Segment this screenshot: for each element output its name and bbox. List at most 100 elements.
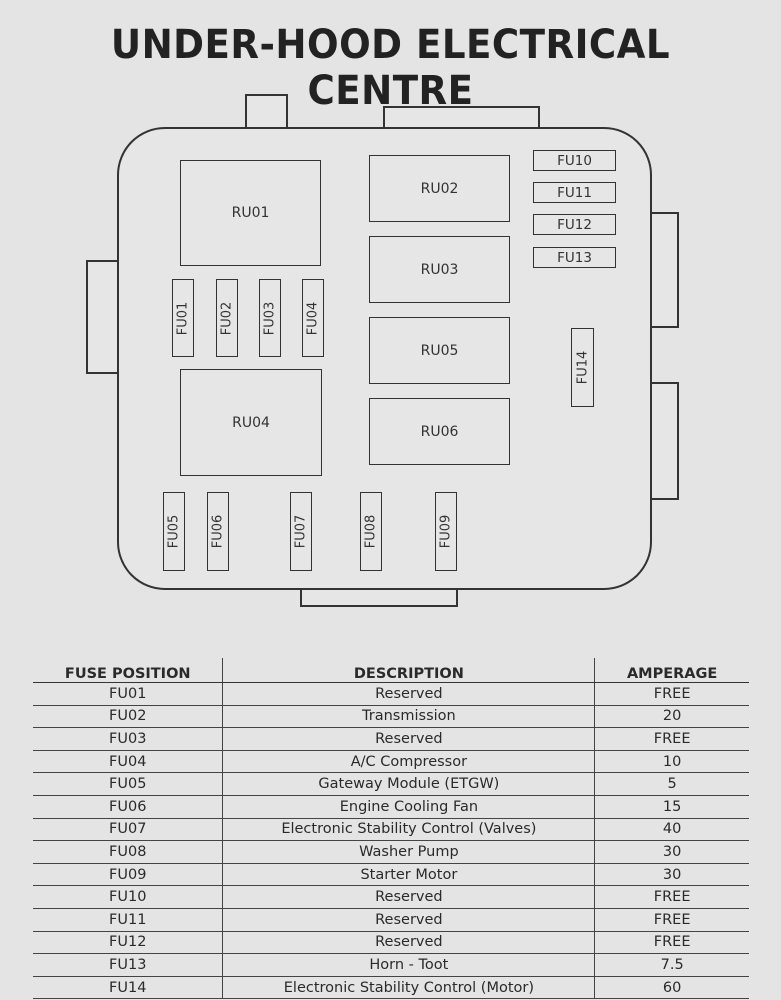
amperage-cell: 10 xyxy=(594,750,749,774)
fuse-fu03: FU03 xyxy=(259,279,281,357)
fuse-position-cell: FU04 xyxy=(33,750,224,774)
relay-label: RU04 xyxy=(232,414,270,431)
fuse-position-cell: FU02 xyxy=(33,705,224,729)
fuse-position-cell: FU14 xyxy=(33,976,224,1000)
left-side-tab xyxy=(86,260,120,374)
right-upper-tab xyxy=(649,212,679,328)
description-cell: Starter Motor xyxy=(222,863,596,887)
table-header-row: FUSE POSITION DESCRIPTION AMPERAGE xyxy=(33,658,749,683)
description-cell: Washer Pump xyxy=(222,840,596,864)
fuse-fu13: FU13 xyxy=(533,247,616,268)
fuse-label: FU08 xyxy=(363,514,379,549)
fuse-label: FU09 xyxy=(438,514,454,549)
fuse-label: FU04 xyxy=(305,301,321,335)
description-cell: Reserved xyxy=(222,727,596,751)
fuse-position-cell: FU11 xyxy=(33,908,224,932)
relay-label: RU02 xyxy=(420,180,459,197)
fuse-box-diagram: RU01 RU02 RU03 RU05 RU04 RU06 FU01 FU02 … xyxy=(86,94,679,607)
relay-ru03: RU03 xyxy=(369,236,510,303)
fuse-label: FU07 xyxy=(293,514,309,549)
fuse-position-cell: FU07 xyxy=(33,818,224,842)
fuse-position-cell: FU13 xyxy=(33,953,224,977)
description-cell: Reserved xyxy=(222,682,596,706)
relay-label: RU03 xyxy=(420,261,459,278)
fuse-position-cell: FU12 xyxy=(33,931,224,955)
fuse-fu09: FU09 xyxy=(435,492,457,571)
amperage-cell: 5 xyxy=(594,772,749,796)
relay-ru01: RU01 xyxy=(180,160,321,266)
fuse-fu12: FU12 xyxy=(533,214,616,235)
amperage-cell: FREE xyxy=(594,727,749,751)
amperage-cell: FREE xyxy=(594,885,749,909)
fuse-fu11: FU11 xyxy=(533,182,616,203)
fuse-label: FU06 xyxy=(210,514,226,549)
amperage-cell: 40 xyxy=(594,818,749,842)
fuse-label: FU13 xyxy=(557,249,592,266)
relay-label: RU01 xyxy=(231,205,270,221)
description-cell: Electronic Stability Control (Valves) xyxy=(222,818,596,842)
fuse-position-cell: FU10 xyxy=(33,885,224,909)
fuse-position-cell: FU09 xyxy=(33,863,224,887)
fuse-fu01: FU01 xyxy=(172,279,194,357)
description-cell: A/C Compressor xyxy=(222,750,596,774)
fuse-fu05: FU05 xyxy=(163,492,185,571)
header-amperage: AMPERAGE xyxy=(594,658,749,683)
fuse-label: FU05 xyxy=(166,514,182,549)
fuse-fu10: FU10 xyxy=(533,150,616,171)
description-cell: Engine Cooling Fan xyxy=(222,795,596,819)
amperage-cell: 60 xyxy=(594,976,749,1000)
amperage-cell: 7.5 xyxy=(594,953,749,977)
description-cell: Reserved xyxy=(222,931,596,955)
description-cell: Gateway Module (ETGW) xyxy=(222,772,596,796)
relay-ru05: RU05 xyxy=(369,317,510,384)
relay-label: RU05 xyxy=(420,342,459,359)
description-cell: Reserved xyxy=(222,908,596,932)
amperage-cell: FREE xyxy=(594,908,749,932)
amperage-cell: FREE xyxy=(594,931,749,955)
fuse-fu08: FU08 xyxy=(360,492,382,571)
amperage-cell: 20 xyxy=(594,705,749,729)
fuse-position-cell: FU03 xyxy=(33,727,224,751)
fuse-position-cell: FU05 xyxy=(33,772,224,796)
fuse-label: FU11 xyxy=(557,184,592,201)
fuse-fu07: FU07 xyxy=(290,492,312,571)
relay-ru06: RU06 xyxy=(369,398,510,465)
fuse-fu14: FU14 xyxy=(571,328,594,407)
fuse-position-cell: FU08 xyxy=(33,840,224,864)
description-cell: Transmission xyxy=(222,705,596,729)
amperage-cell: 15 xyxy=(594,795,749,819)
fuse-fu06: FU06 xyxy=(207,492,229,571)
amperage-cell: 30 xyxy=(594,840,749,864)
description-cell: Electronic Stability Control (Motor) xyxy=(222,976,596,1000)
fuse-label: FU03 xyxy=(262,301,278,335)
fuse-label: FU14 xyxy=(575,350,591,385)
fuse-label: FU10 xyxy=(557,152,592,169)
relay-ru04: RU04 xyxy=(180,369,322,476)
fuse-fu04: FU04 xyxy=(302,279,324,357)
header-fuse-position: FUSE POSITION xyxy=(33,658,224,683)
description-cell: Reserved xyxy=(222,885,596,909)
right-lower-tab xyxy=(649,382,679,500)
fuse-label: FU12 xyxy=(557,216,592,233)
description-cell: Horn - Toot xyxy=(222,953,596,977)
amperage-cell: FREE xyxy=(594,682,749,706)
header-description: DESCRIPTION xyxy=(222,658,596,683)
fuse-position-cell: FU01 xyxy=(33,682,224,706)
fuse-label: FU01 xyxy=(175,301,191,335)
fuse-position-cell: FU06 xyxy=(33,795,224,819)
